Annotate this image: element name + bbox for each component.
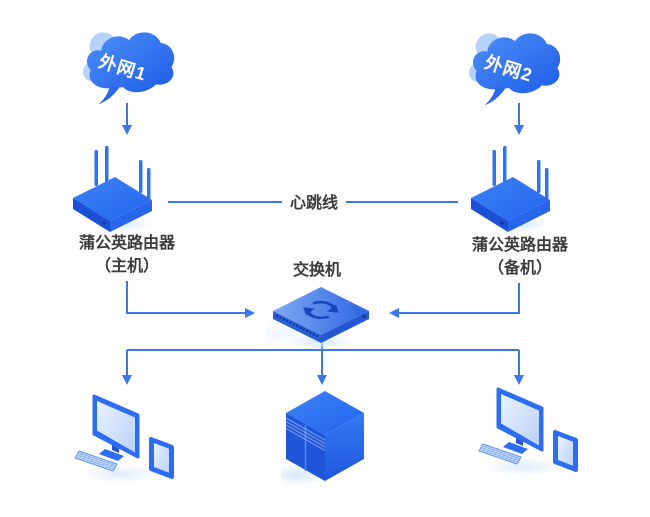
switch-node xyxy=(244,283,376,356)
monitor-icon xyxy=(92,394,140,461)
router-icon xyxy=(471,146,550,232)
router-backup-label: 蒲公英路由器 （备机） xyxy=(440,234,600,280)
switch-label: 交换机 xyxy=(292,262,341,279)
router-main-label: 蒲公英路由器 （主机） xyxy=(47,232,207,278)
external-network-1-node: 外网1 xyxy=(83,26,179,111)
server-icon xyxy=(263,391,364,486)
server-node xyxy=(263,389,369,492)
phone-icon xyxy=(553,430,578,472)
router-icon xyxy=(73,146,152,232)
switch-ports xyxy=(275,314,319,338)
external-network-2-node: 外网2 xyxy=(469,27,565,112)
sync-icon xyxy=(303,301,339,319)
phone-icon xyxy=(149,437,174,479)
edge-router2-to-switch xyxy=(389,283,520,318)
router-backup-node xyxy=(466,144,556,241)
heartbeat-line-label: 心跳线 xyxy=(289,195,338,212)
router-backup-name: 蒲公英路由器 xyxy=(471,237,568,254)
keyboard-icon xyxy=(478,443,522,465)
keyboard-icon xyxy=(74,450,118,472)
router-backup-role: （备机） xyxy=(487,260,552,277)
workstation-left-node xyxy=(72,386,184,495)
workstation-icon xyxy=(478,387,578,476)
cloud-icon xyxy=(469,33,561,106)
cloud-icon xyxy=(83,32,175,105)
monitor-icon xyxy=(496,387,544,454)
server-rack-stripes xyxy=(285,417,326,452)
router-main-name: 蒲公英路由器 xyxy=(78,235,175,252)
workstation-icon xyxy=(74,394,174,483)
router-main-node xyxy=(68,144,158,241)
workstation-right-node xyxy=(476,379,588,488)
router-main-role: （主机） xyxy=(94,258,159,275)
edge-router1-to-switch xyxy=(126,281,255,318)
switch-icon xyxy=(244,287,369,350)
